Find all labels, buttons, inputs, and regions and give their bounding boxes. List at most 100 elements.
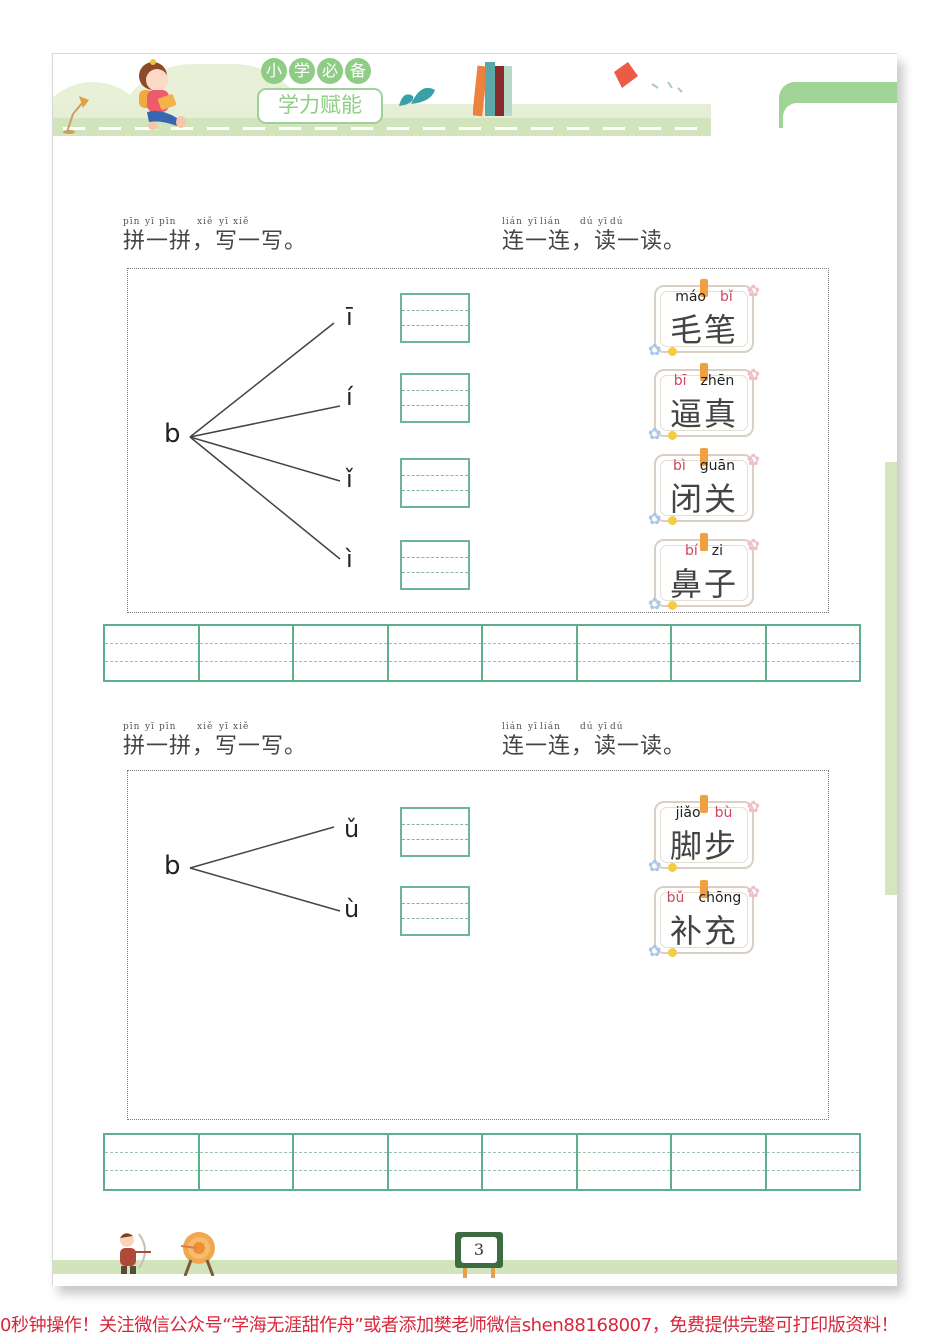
dot-decoration [668, 431, 677, 440]
writing-grid-2[interactable] [103, 1133, 861, 1191]
dot-decoration [668, 601, 677, 610]
grid-cell[interactable] [294, 626, 389, 680]
pinyin-syllable: yī [598, 722, 608, 732]
heading-connect-read: lián yī lián dú yī dú 连一连，读一读。 [502, 217, 686, 255]
books-illustration [473, 62, 512, 117]
grid-cell[interactable] [577, 626, 672, 680]
write-box[interactable] [400, 458, 470, 508]
star-icon: ✿ [746, 365, 760, 384]
heading-connect-read: lián yī lián dú yī dú 连一连，读一读。 [502, 722, 686, 760]
pinyin-syllable: yī [145, 722, 155, 732]
write-box[interactable] [400, 540, 470, 590]
grid-cell[interactable] [199, 1135, 294, 1189]
final-letter: ǐ [346, 465, 353, 493]
pinyin-syllable: xiě [233, 722, 250, 732]
grid-cell[interactable] [766, 1135, 860, 1189]
star-icon: ✿ [746, 281, 760, 300]
road-dash [603, 127, 625, 130]
heading-text: 连一连，读一读。 [502, 734, 687, 759]
badge-char: 必 [317, 58, 343, 84]
grid-cell[interactable] [483, 626, 578, 680]
card-pinyin: zi [711, 543, 724, 559]
write-box[interactable] [400, 886, 470, 936]
road-dash [459, 127, 481, 130]
card-pinyin: bī [673, 373, 687, 389]
badge-char: 学 [289, 58, 315, 84]
grid-cell[interactable] [483, 1135, 578, 1189]
writing-grid-1[interactable] [103, 624, 861, 682]
girl-reading-illustration [139, 59, 186, 130]
series-subtitle: 学力赋能 [257, 88, 383, 124]
road-dash [243, 127, 265, 130]
archer-illustration [120, 1233, 151, 1274]
star-icon: ✿ [648, 424, 662, 443]
card-pinyin: guān [699, 458, 735, 474]
pinyin-syllable: yī [145, 217, 155, 227]
final-letter: ì [346, 545, 353, 573]
grid-cell[interactable] [105, 1135, 200, 1189]
final-letter: í [346, 383, 353, 411]
header-banner: 小 学 必 备 学力赋能 [53, 54, 711, 136]
easel-leg [463, 1268, 467, 1278]
star-icon: ✿ [648, 340, 662, 359]
card-word: 脚步 [669, 827, 738, 865]
grid-cell[interactable] [672, 1135, 767, 1189]
card-word: 闭关 [669, 480, 738, 518]
final-letter: ù [344, 895, 360, 923]
clip-icon [700, 448, 708, 466]
pinyin-syllable: pīn [123, 722, 141, 732]
write-box[interactable] [400, 373, 470, 423]
final-letter: ǔ [344, 815, 360, 843]
card-pinyin: bì [673, 458, 686, 474]
header-tab-inner [783, 103, 897, 131]
pinyin-syllable: lián [540, 722, 561, 732]
road-dash [567, 127, 589, 130]
road-dash [531, 127, 553, 130]
pinyin-syllable: yī [528, 217, 538, 227]
road-dash [315, 127, 337, 130]
road-decoration [53, 118, 711, 136]
badge-char: 小 [261, 58, 287, 84]
dot-decoration [668, 863, 677, 872]
road-dash [171, 127, 193, 130]
heading-text: 拼一拼，写一写。 [123, 229, 308, 254]
clip-icon [700, 795, 708, 813]
dot-decoration [668, 948, 677, 957]
clip-icon [700, 533, 708, 551]
connector-lines [189, 322, 341, 560]
card-word: 毛笔 [669, 311, 738, 349]
star-icon: ✿ [648, 594, 662, 613]
flying-book-icon [614, 62, 683, 93]
grid-cell[interactable] [672, 626, 767, 680]
heading-text: 连一连，读一读。 [502, 229, 687, 254]
grid-cell[interactable] [105, 626, 200, 680]
write-box[interactable] [400, 807, 470, 857]
card-word: 补充 [669, 912, 738, 950]
final-letter: ī [346, 303, 353, 331]
pinyin-syllable: pīn [159, 217, 177, 227]
pinyin-syllable: yī [598, 217, 608, 227]
grid-cell[interactable] [766, 626, 860, 680]
grid-cell[interactable] [294, 1135, 389, 1189]
badge-char: 备 [345, 58, 371, 84]
dot-decoration [668, 516, 677, 525]
grid-cell[interactable] [388, 1135, 483, 1189]
connector-lines [189, 826, 341, 912]
grid-cell[interactable] [577, 1135, 672, 1189]
heading-pinyin: lián yī lián dú yī dú [502, 217, 686, 229]
desk-lamp-icon [63, 96, 89, 134]
grid-cell[interactable] [388, 626, 483, 680]
road-dash [495, 127, 517, 130]
write-box[interactable] [400, 293, 470, 343]
initial-letter: b [164, 419, 181, 449]
pinyin-syllable: pīn [123, 217, 141, 227]
grid-cell[interactable] [199, 626, 294, 680]
